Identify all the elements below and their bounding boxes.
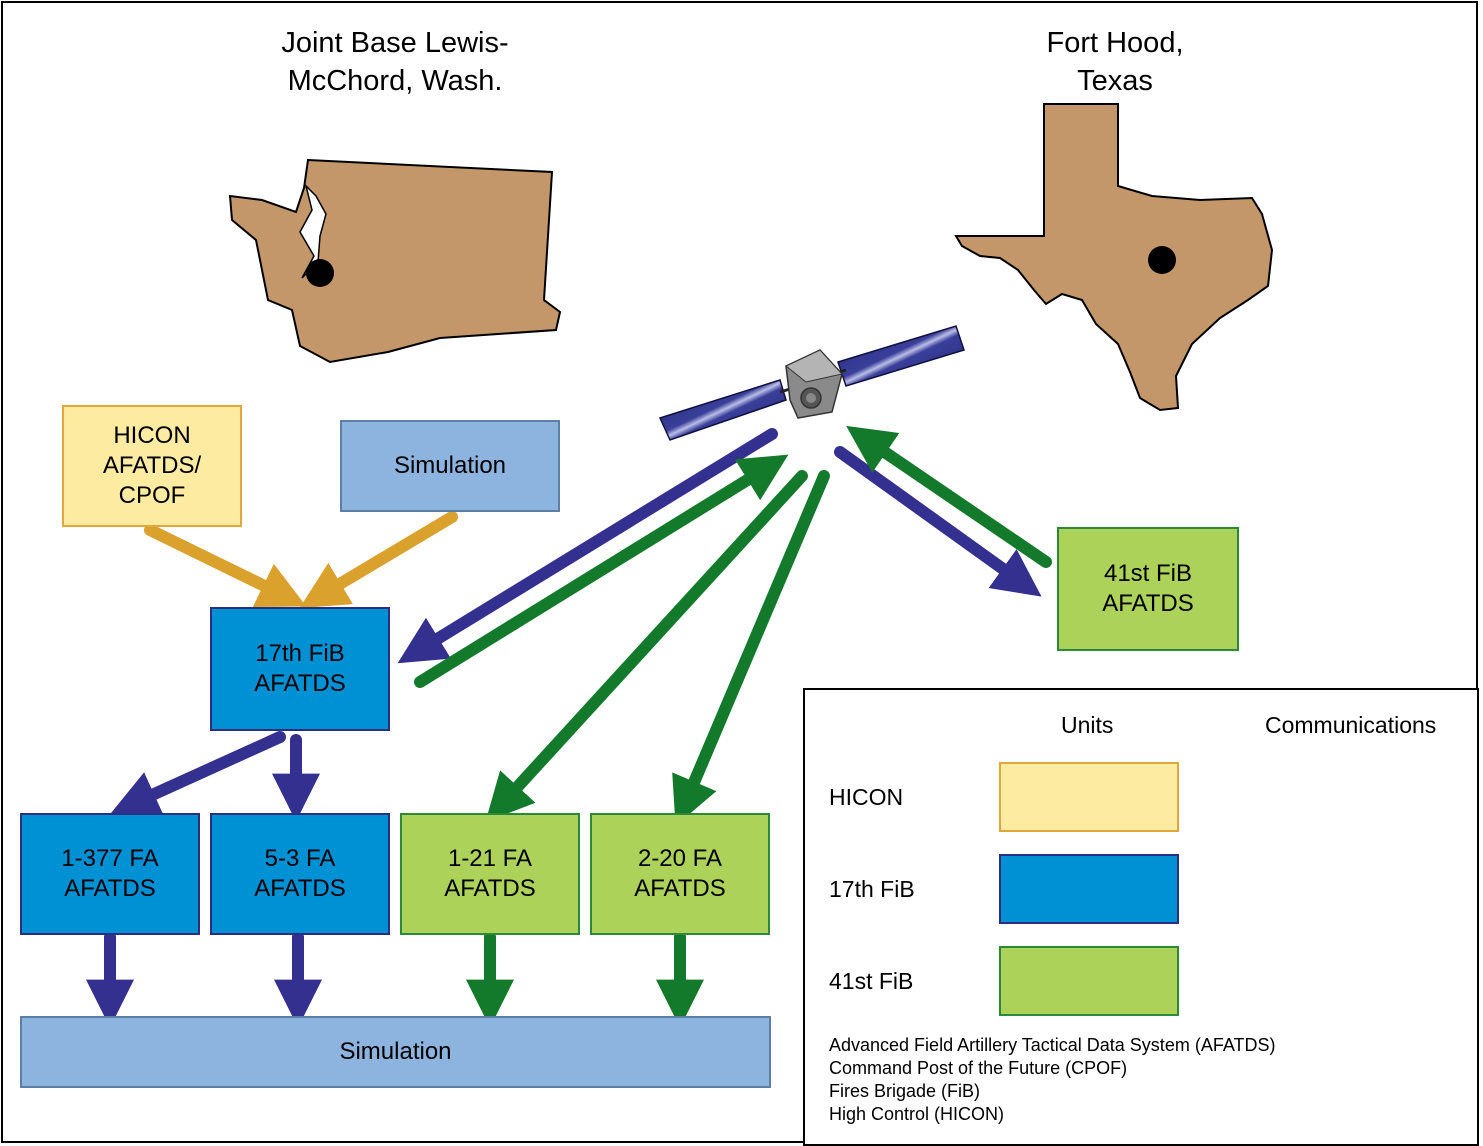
fib17-line2: AFATDS: [254, 670, 346, 697]
legend-hicon-swatch: [999, 762, 1179, 832]
fib17-afatds-box: 17th FiB AFATDS: [210, 607, 390, 731]
legend-hicon-label: HICON: [829, 784, 904, 810]
fa-2-20-line2: AFATDS: [634, 875, 726, 902]
hicon-line1: HICON: [113, 422, 191, 449]
simulation-bottom-label: Simulation: [339, 1038, 452, 1065]
fib41-line1: 41st FiB: [1103, 560, 1193, 587]
fa-2-20-line1: 2-20 FA: [637, 845, 723, 872]
fib17-arrows: [86, 428, 1042, 1028]
jblm-title: Joint Base Lewis- McChord, Wash.: [230, 24, 560, 100]
fort-hood-title-line2: Texas: [1077, 65, 1153, 97]
glossary-cpof: Command Post of the Future (CPOF): [829, 1058, 1128, 1078]
fib41-arrows: [414, 425, 1052, 1028]
fort-hood-title-line1: Fort Hood,: [1046, 27, 1184, 59]
texas-state-map: [954, 103, 1274, 412]
sim-to-17fib-arrow: [299, 511, 458, 609]
fib41-line2: AFATDS: [1102, 590, 1194, 617]
fa-1-21-line2: AFATDS: [444, 875, 536, 902]
legend-41fib-label: 41st FiB: [829, 968, 914, 994]
jblm-location-marker: [306, 259, 334, 287]
fib17-line1: 17th FiB: [255, 640, 345, 667]
fa-1-377-line1: 1-377 FA: [61, 845, 159, 872]
jblm-title-line1: Joint Base Lewis-: [281, 27, 509, 59]
hicon-line2: AFATDS/: [102, 452, 202, 479]
fa-1-21-box: 1-21 FA AFATDS: [400, 813, 580, 935]
hicon-to-17fib-arrow: [144, 524, 307, 607]
legend-glossary: Advanced Field Artillery Tactical Data S…: [829, 1034, 1275, 1126]
simulation-top-box: Simulation: [340, 420, 560, 512]
glossary-afatds: Advanced Field Artillery Tactical Data S…: [829, 1035, 1276, 1055]
fa-1-21-line1: 1-21 FA: [447, 845, 533, 872]
fib41-afatds-box: 41st FiB AFATDS: [1057, 527, 1239, 651]
fort-hood-title: Fort Hood, Texas: [990, 24, 1240, 100]
sat-to-17fib-arrow: [397, 428, 778, 664]
legend-units-header: Units: [1061, 712, 1114, 738]
fa-5-3-box: 5-3 FA AFATDS: [210, 813, 390, 935]
jblm-title-line2: McChord, Wash.: [287, 65, 503, 97]
glossary-hicon: High Control (HICON): [829, 1104, 1005, 1124]
washington-state-map: [228, 158, 562, 364]
legend-41fib-swatch: [999, 946, 1179, 1016]
17fib-to-1-377-arrow: [110, 731, 286, 816]
hicon-line3: CPOF: [118, 482, 186, 509]
glossary-fib: Fires Brigade (FiB): [829, 1081, 981, 1101]
fort-hood-location-marker: [1148, 246, 1176, 274]
hicon-afatds-cpof-box: HICON AFATDS/ CPOF: [62, 405, 242, 527]
17fib-to-sat-arrow: [414, 454, 789, 688]
41fib-to-sat-arrow: [846, 425, 1052, 568]
fa-1-377-line2: AFATDS: [64, 875, 156, 902]
simulation-bottom-box: Simulation: [20, 1016, 771, 1088]
satellite-icon: [658, 325, 965, 441]
legend-17fib-swatch: [999, 854, 1179, 924]
hicon-arrows: [144, 511, 458, 609]
legend-17fib-label: 17th FiB: [829, 876, 915, 902]
legend-panel: Units Communications HICON 17th FiB 41st…: [803, 688, 1479, 1146]
sat-to-41fib-arrow: [834, 446, 1042, 597]
fa-1-377-box: 1-377 FA AFATDS: [20, 813, 200, 935]
simulation-top-label: Simulation: [393, 452, 507, 479]
sat-to-2-20-arrow: [672, 470, 830, 826]
fa-2-20-box: 2-20 FA AFATDS: [590, 813, 770, 935]
sat-to-1-21-arrow: [485, 470, 808, 822]
fa-5-3-line2: AFATDS: [254, 875, 346, 902]
fa-5-3-line1: 5-3 FA: [264, 845, 336, 872]
legend-communications-header: Communications: [1265, 712, 1437, 738]
